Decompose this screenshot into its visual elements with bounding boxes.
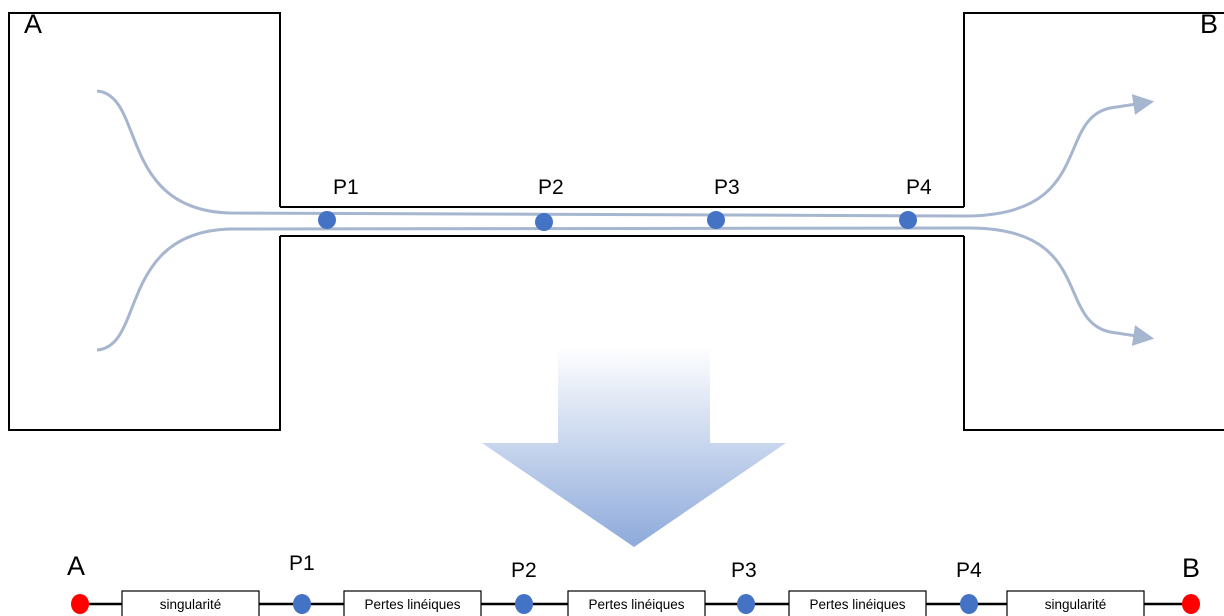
point-p3: [707, 211, 725, 229]
streamlines: [96, 89, 1155, 352]
chain-box-5: [1006, 590, 1145, 616]
reservoir-a-label: A: [24, 9, 42, 39]
chain-box-5-label: singularité: [1045, 597, 1107, 612]
chain-box-3: [567, 590, 706, 616]
chain-node-a: [71, 594, 89, 614]
transform-down-arrow: [482, 347, 786, 547]
chain-node-p4: [960, 594, 978, 614]
pipe-label-p1: P1: [333, 176, 359, 199]
reservoir-b-label: B: [1200, 9, 1218, 39]
chain-box-4: [788, 590, 927, 616]
chain-label-p1: P1: [289, 552, 315, 575]
point-p2: [535, 213, 553, 231]
chain-label-a: A: [67, 551, 85, 581]
chain-label-b: B: [1182, 553, 1200, 583]
chain-box-4-label: Pertes linéiques: [809, 597, 905, 612]
pipe-points: [318, 211, 917, 231]
chain-box-1-label: singularité: [160, 597, 222, 612]
equivalent-chain: singularité Pertes linéiques Pertes liné…: [67, 551, 1200, 616]
chain-box-2-label: Pertes linéiques: [364, 597, 460, 612]
chain-label-p2: P2: [511, 559, 537, 582]
left-reservoir-outline: [8, 12, 281, 431]
pipe-label-p2: P2: [538, 176, 564, 199]
chain-box-3-label: Pertes linéiques: [588, 597, 684, 612]
streamline-upper: [96, 89, 1155, 218]
chain-box-1: [121, 590, 260, 616]
chain-node-p2: [515, 594, 533, 614]
chain-label-p4: P4: [956, 559, 982, 582]
streamline-lower: [96, 226, 1155, 352]
chain-box-2: [343, 590, 482, 616]
chain-node-p1: [293, 594, 311, 614]
pipe-system: [8, 12, 1224, 431]
chain-node-b: [1182, 594, 1200, 614]
point-p1: [318, 211, 336, 229]
pipe-label-p4: P4: [906, 176, 932, 199]
chain-label-p3: P3: [731, 559, 757, 582]
point-p4: [899, 211, 917, 229]
pipe-label-p3: P3: [714, 176, 740, 199]
right-reservoir-outline: [963, 12, 1224, 207]
chain-node-p3: [737, 594, 755, 614]
right-reservoir-outline-bottom: [963, 236, 1224, 431]
